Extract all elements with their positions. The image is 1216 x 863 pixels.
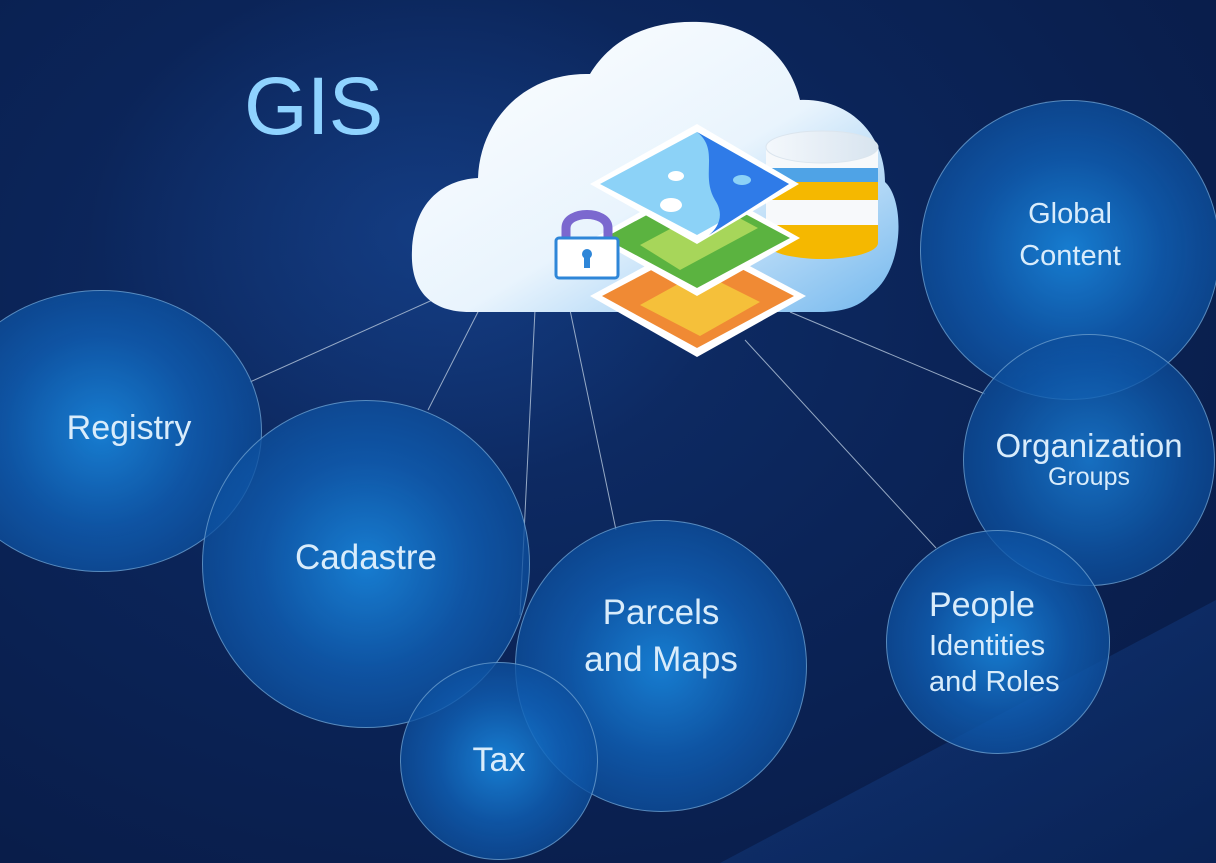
node-tax: Tax [400, 662, 598, 860]
connector-registry [249, 292, 449, 383]
connector-parcels [569, 309, 617, 531]
map-layers-icon [590, 124, 806, 357]
node-people-line2: Identities [929, 630, 1046, 663]
diagram-title: GIS [244, 61, 383, 152]
node-tax-label: Tax [472, 741, 526, 780]
lock-icon [554, 210, 620, 280]
node-registry-label: Registry [66, 409, 192, 448]
node-people: People Identities and Roles [886, 530, 1110, 754]
connector-cadastre [427, 307, 481, 411]
node-people-line1: People [929, 585, 1035, 624]
node-organization-line2: Groups [1048, 462, 1130, 491]
node-parcels-line2: and Maps [584, 640, 738, 679]
node-global-line1: Global [1028, 197, 1112, 230]
node-people-line3: and Roles [929, 666, 1060, 699]
connector-organization [789, 311, 986, 395]
node-cadastre-label: Cadastre [294, 538, 438, 578]
node-global-line2: Content [1019, 240, 1121, 272]
node-organization-line1: Organization [995, 426, 1183, 464]
database-icon [765, 130, 879, 259]
node-parcels-line1: Parcels [602, 592, 720, 632]
connector-people [744, 339, 937, 549]
